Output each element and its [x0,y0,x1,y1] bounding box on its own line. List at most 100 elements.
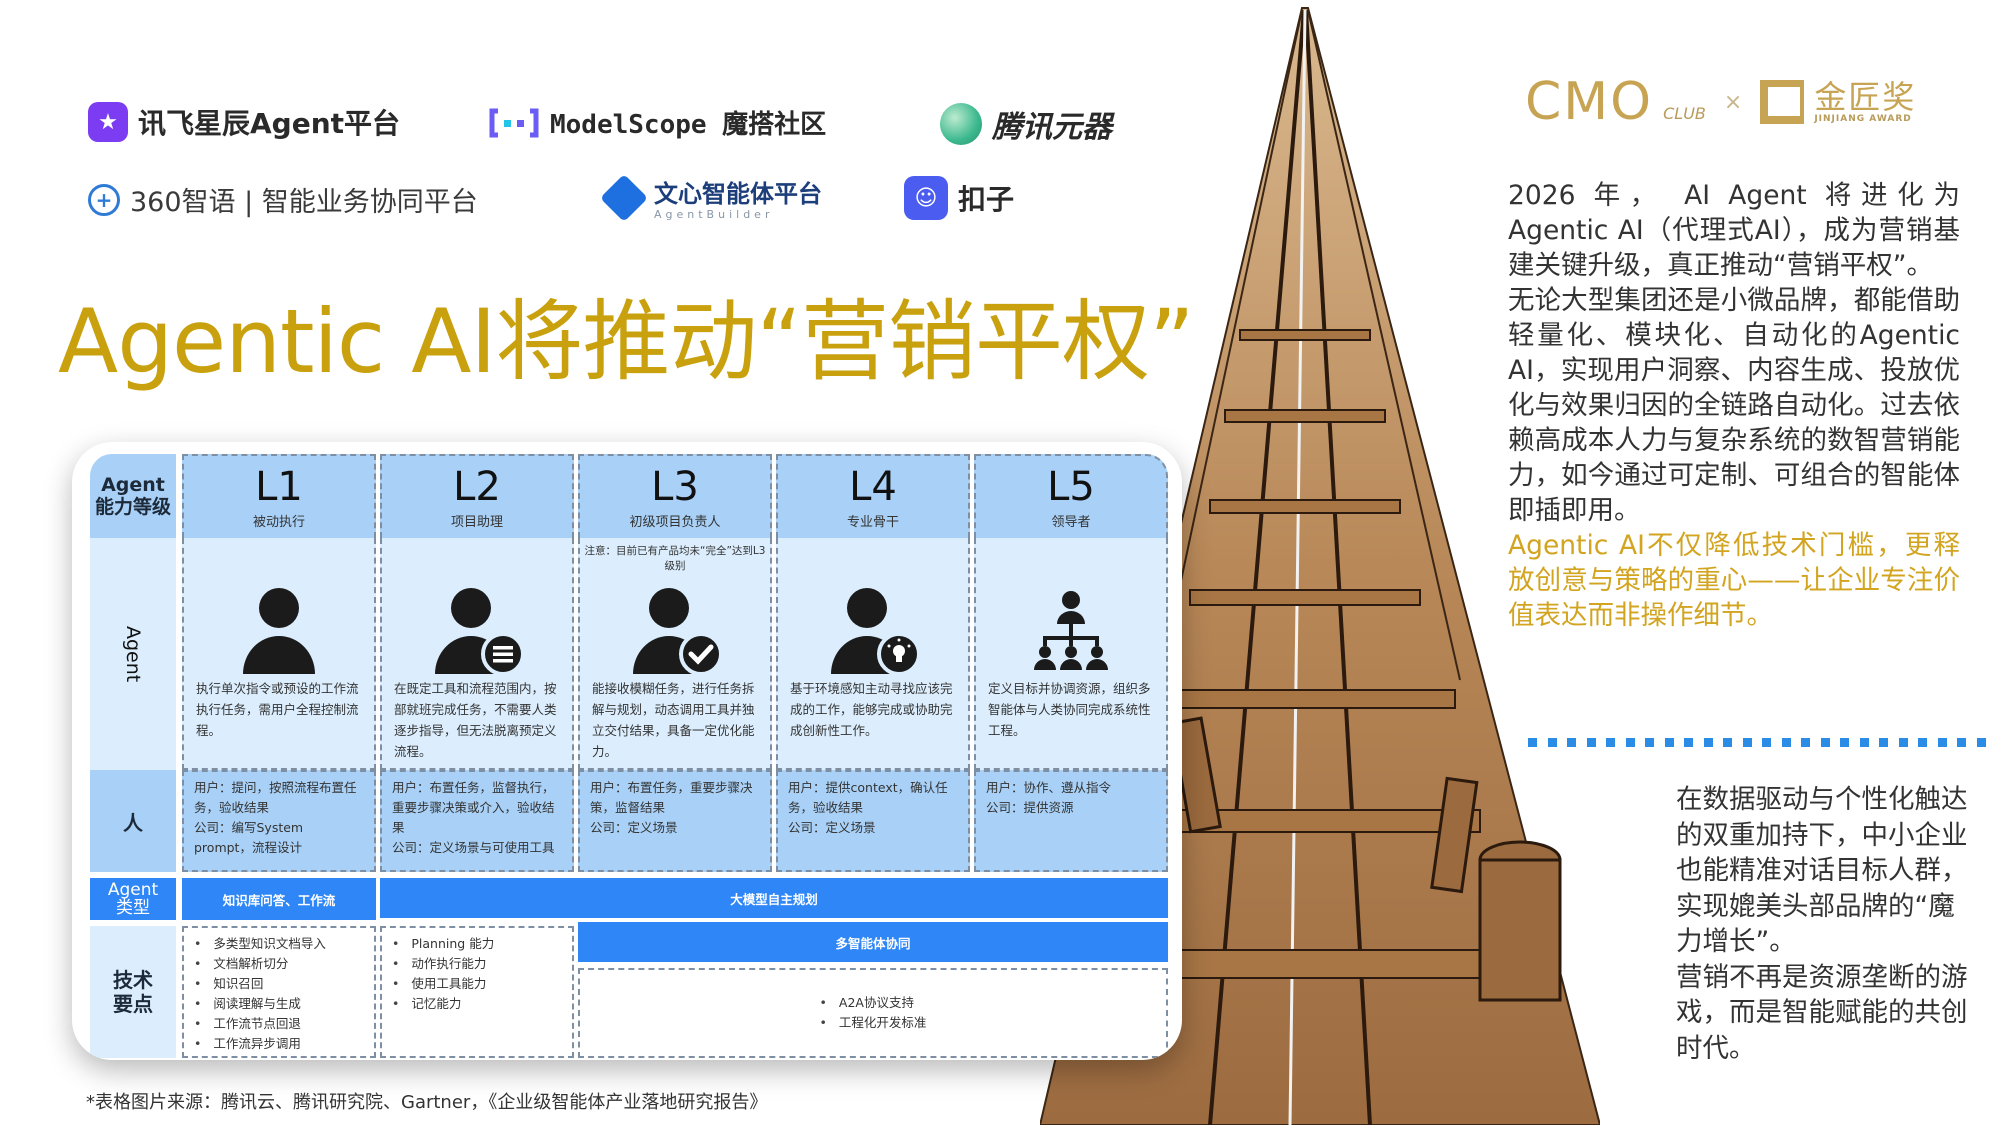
closing-paragraph-2: 营销不再是资源垄断的游戏，而是智能赋能的共创时代。 [1676,961,1968,1064]
intro-paragraph-2: 无论大型集团还是小微品牌，都能借助轻量化、模块化、自动化的Agentic AI，… [1508,285,1960,526]
logo-iflytek: ★ 讯飞星辰Agent平台 [88,102,400,142]
level-name: 被动执行 [252,514,305,530]
closing-paragraph-1: 在数据驱动与个性化触达的双重加持下，中小企业也能精准对话目标人群，实现媲美头部品… [1676,784,1968,957]
human-cell-l5: 用户：协作、遵从指令 公司：提供资源 [974,770,1168,872]
level-code: L2 [453,463,501,510]
table-human-row: 人 用户：提问，按照流程布置任务，验收结果 公司：编写System prompt… [90,770,1170,872]
level-header-l5: L5 领导者 [974,454,1168,538]
level-name: 项目助理 [450,514,503,530]
tech-cell-l1: 多类型知识文档导入 文档解析切分 知识召回 阅读理解与生成 工作流节点回退 工作… [182,926,376,1058]
tencent-yuanqi-icon [940,103,982,145]
row-label-type: Agent 类型 [90,878,176,920]
tech-list-l3-l5: A2A协议支持 工程化开发标准 [820,993,927,1033]
agent-cell-l3: 注意：目前已有产品均未“完全”达到L3级别 能接收模糊任务，进行任务拆解与规划，… [578,538,772,770]
table-agent-row: Agent 执行单次指令或预设的工作流执行任务，需用户全程控制流程。 在既定工具… [90,538,1170,770]
tech-item: 工程化开发标准 [820,1013,927,1033]
level-header-l4: L4 专业骨干 [776,454,970,538]
logo-wenxin: 文心智能体平台 AgentBuilder [599,173,822,222]
logo-tencent-yuanqi-label: 腾讯元器 [992,110,1112,145]
jinjiang-en: JINJIANG AWARD [1814,114,1912,124]
level-header-l1: L1 被动执行 [182,454,376,538]
logo-modelscope: ModelScope 魔搭社区 [488,104,826,141]
tech-item: 记忆能力 [392,994,562,1014]
row-label-human: 人 [90,770,176,872]
row-label-agent-text: Agent [122,625,144,683]
jinjiang-cn: 金匠奖 [1814,78,1917,116]
coze-icon: ☺ [904,176,948,220]
tech-item: 工作流异步调用 [194,1034,364,1054]
person-list-icon [435,588,525,676]
level-name: 初级项目负责人 [629,514,721,530]
logo-wenxin-sub: AgentBuilder [654,208,774,221]
highlight-paragraph: Agentic AI不仅降低技术门槛，更释放创意与策略的重心——让企业专注价值表… [1508,530,1960,631]
wenxin-icon [599,173,649,222]
tech-item: 阅读理解与生成 [194,994,364,1014]
dotted-divider [1528,738,1986,747]
tech-cell-l2: Planning 能力 动作执行能力 使用工具能力 记忆能力 [380,926,574,1058]
agent-desc: 定义目标并协调资源，组织多智能体与人类协同完成系统性工程。 [988,681,1151,738]
cmo-club-jinjiang-logo: CMO CLUB × 金匠奖 JINJIANG AWARD [1525,72,1916,132]
human-cell-l2: 用户：布置任务，监督执行，重要步骤决策或介入，验收结果 公司：定义场景与可使用工… [380,770,574,872]
type-bar-l1: 知识库问答、工作流 [182,878,376,920]
jinjiang-mark-icon [1760,80,1805,124]
club-wordmark: CLUB [1663,103,1706,123]
agent-cell-l4: 基于环境感知主动寻找应该完成的工作，能够完成或协助完成创新性工作。 [776,538,970,770]
human-cell-l1: 用户：提问，按照流程布置任务，验收结果 公司：编写System prompt，流… [182,770,376,872]
agent-desc: 执行单次指令或预设的工作流执行任务，需用户全程控制流程。 [196,681,359,738]
logo-wenxin-label: 文心智能体平台 [654,180,822,208]
agent-cell-l2: 在既定工具和流程范围内，按部就班完成任务，不需要人类逐步指导，但无法脱离预定义流… [380,538,574,770]
level-name: 专业骨干 [846,514,899,530]
corner-line1: Agent [101,474,165,496]
table-source-note: *表格图片来源：腾讯云、腾讯研究院、Gartner，《企业级智能体产业落地研究报… [86,1092,768,1113]
tech-item: 工作流节点回退 [194,1014,364,1034]
tech-item: 文档解析切分 [194,954,364,974]
level-code: L4 [849,463,897,510]
tech-item: 知识召回 [194,974,364,994]
level-header-l2: L2 项目助理 [380,454,574,538]
modelscope-icon [488,107,540,139]
cross-symbol: × [1723,89,1743,115]
agent-desc: 基于环境感知主动寻找应该完成的工作，能够完成或协助完成创新性工作。 [790,681,953,738]
logo-iflytek-label: 讯飞星辰Agent平台 [138,107,401,140]
person-check-icon [633,588,723,676]
table-type-row: Agent 类型 知识库问答、工作流 大模型自主规划 [90,878,1170,920]
closing-text-block: 在数据驱动与个性化触达的双重加持下，中小企业也能精准对话目标人群，实现媲美头部品… [1676,782,1976,1066]
table-corner-header: Agent 能力等级 [90,454,176,538]
agent-cell-l1: 执行单次指令或预设的工作流执行任务，需用户全程控制流程。 [182,538,376,770]
agent-levels-table-card: Agent 能力等级 L1 被动执行 L2 项目助理 L3 初级项目负责人 L4… [72,442,1182,1060]
l3-note: 注意：目前已有产品均未“完全”达到L3级别 [584,545,766,572]
logo-modelscope-label: ModelScope 魔搭社区 [550,110,827,140]
tech-list-l2: Planning 能力 动作执行能力 使用工具能力 记忆能力 [392,934,562,1014]
logo-coze: ☺ 扣子 [904,176,1014,220]
cmo-wordmark: CMO [1525,72,1654,132]
iflytek-star-icon: ★ [88,102,128,142]
level-name: 领导者 [1051,514,1091,530]
org-chart-icon [1034,591,1108,670]
jinjiang-name: 金匠奖 JINJIANG AWARD [1814,80,1916,124]
tech-list-l1: 多类型知识文档导入 文档解析切分 知识召回 阅读理解与生成 工作流节点回退 工作… [194,934,364,1054]
intro-paragraph-1: 2026 年， AI Agent 将进化为Agentic AI（代理式AI），成… [1508,180,1960,281]
row-label-agent: Agent [90,538,176,770]
intro-text-block: 2026 年， AI Agent 将进化为Agentic AI（代理式AI），成… [1508,178,1960,633]
360-icon: + [88,183,120,216]
tech-item: 使用工具能力 [392,974,562,994]
person-icon [243,588,315,674]
tech-item: 动作执行能力 [392,954,562,974]
tech-cell-l3-l5: A2A协议支持 工程化开发标准 [578,968,1168,1058]
logo-tencent-yuanqi: 腾讯元器 [940,102,1112,146]
agent-cell-l5: 定义目标并协调资源，组织多智能体与人类协同完成系统性工程。 [974,538,1168,770]
logo-360: + 360智语 | 智能业务协同平台 [88,180,478,219]
level-code: L3 [651,463,699,510]
type-bar-l2-l5: 大模型自主规划 [380,878,1168,918]
tech-item: A2A协议支持 [820,993,927,1013]
tech-item: Planning 能力 [392,934,562,954]
level-header-l3: L3 初级项目负责人 [578,454,772,538]
level-code: L5 [1047,463,1095,510]
logo-coze-label: 扣子 [958,183,1015,216]
agent-desc: 在既定工具和流程范围内，按部就班完成任务，不需要人类逐步指导，但无法脱离预定义流… [394,681,557,759]
human-cell-l4: 用户：提供context，确认任务，验收结果 公司：定义场景 [776,770,970,872]
person-lightbulb-icon [831,588,921,676]
row-label-tech: 技术 要点 [90,926,176,1058]
level-code: L1 [255,463,303,510]
page-title: Agentic AI将推动“营销平权” [58,290,1195,393]
